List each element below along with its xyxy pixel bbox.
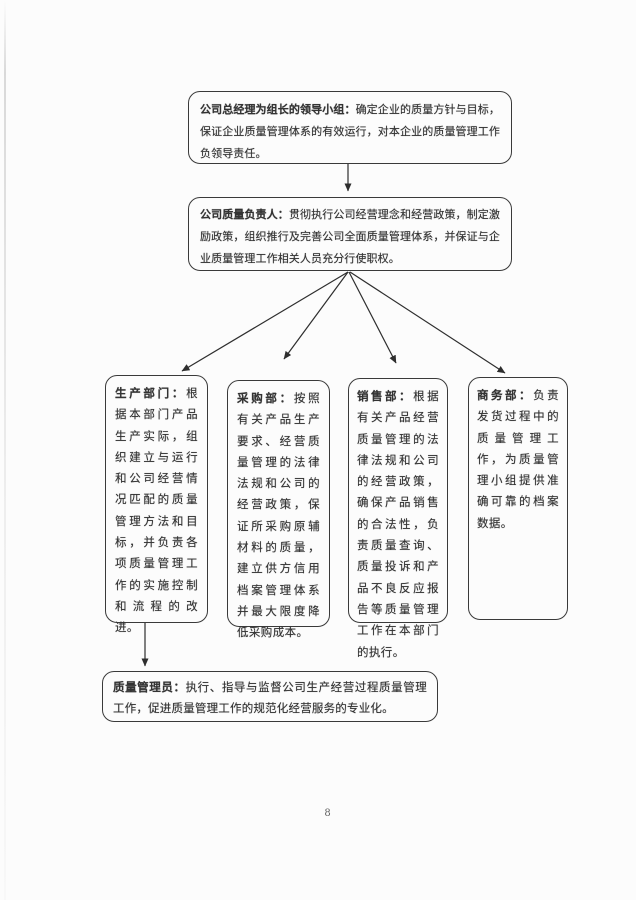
scan-edge-artifact [4, 0, 6, 900]
sales-dept-text: 销售部：根据有关产品经营质量管理的法律法规和公司的经营政策，确保产品销售的合法性… [357, 386, 439, 663]
leadership-group-text: 公司总经理为组长的领导小组：确定企业的质量方针与目标，保证企业质量管理体系的有效… [200, 99, 500, 165]
flow-box-purchasing-dept: 采购部：按照有关产品生产要求、经营质量管理的法律法规和公司的经营政策，保证所采购… [227, 380, 330, 639]
quality-administrator-title: 质量管理员： [113, 680, 186, 694]
quality-director-text: 公司质量负责人：贯彻执行公司经营理念和经营政策，制定激励政策，组织推行及完善公司… [200, 204, 500, 270]
flow-box-commerce-dept: 商务部：负责发货过程中的质量管理工作，为质量管理小组提供准确可靠的档案数据。 [468, 377, 568, 620]
flow-box-leadership-group: 公司总经理为组长的领导小组：确定企业的质量方针与目标，保证企业质量管理体系的有效… [188, 91, 512, 164]
quality-director-body: 贯彻执行公司经营理念和经营政策，制定激励政策，组织推行及完善公司全面质量管理体系… [200, 208, 500, 265]
commerce-dept-body: 负责发货过程中的质量管理工作，为质量管理小组提供准确可靠的档案数据。 [477, 388, 559, 530]
sales-dept-title: 销售部： [357, 389, 414, 403]
quality-administrator-text: 质量管理员：执行、指导与监督公司生产经营过程质量管理工作，促进质量管理工作的规范… [113, 677, 427, 718]
arrow-to-sales-dept [348, 271, 397, 364]
arrow-to-purchasing-dept [283, 271, 349, 360]
arrow-to-commerce-dept [349, 271, 506, 374]
quality-administrator-body: 执行、指导与监督公司生产经营过程质量管理工作，促进质量管理工作的规范化经营服务的… [113, 680, 428, 715]
page-number: 8 [324, 808, 331, 819]
flow-box-quality-administrator: 质量管理员：执行、指导与监督公司生产经营过程质量管理工作，促进质量管理工作的规范… [102, 671, 438, 722]
flow-box-quality-director: 公司质量负责人：贯彻执行公司经营理念和经营政策，制定激励政策，组织推行及完善公司… [188, 197, 512, 271]
commerce-dept-text: 商务部：负责发货过程中的质量管理工作，为质量管理小组提供准确可靠的档案数据。 [477, 385, 559, 534]
flow-box-sales-dept: 销售部：根据有关产品经营质量管理的法律法规和公司的经营政策，确保产品销售的合法性… [348, 378, 448, 659]
sales-dept-body: 根据有关产品经营质量管理的法律法规和公司的经营政策，确保产品销售的合法性，负责质… [357, 389, 439, 659]
purchasing-dept-title: 采购部： [237, 391, 294, 405]
arrow-to-production-dept [181, 271, 349, 372]
purchasing-dept-text: 采购部：按照有关产品生产要求、经营质量管理的法律法规和公司的经营政策，保证所采购… [237, 388, 320, 644]
purchasing-dept-body: 按照有关产品生产要求、经营质量管理的法律法规和公司的经营政策，保证所采购原辅材料… [237, 391, 320, 640]
production-dept-body: 根据本部门产品生产实际，组织建立与运行和公司经营情况匹配的质量管理方法和目标，并… [115, 386, 198, 635]
production-dept-title: 生产部门： [115, 386, 187, 400]
commerce-dept-title: 商务部： [477, 388, 534, 402]
leadership-group-body: 确定企业的质量方针与目标，保证企业质量管理体系的有效运行，对本企业的质量管理工作… [200, 103, 500, 160]
production-dept-text: 生产部门：根据本部门产品生产实际，组织建立与运行和公司经营情况匹配的质量管理方法… [115, 383, 198, 639]
flow-box-production-dept: 生产部门：根据本部门产品生产实际，组织建立与运行和公司经营情况匹配的质量管理方法… [105, 375, 208, 634]
quality-director-title: 公司质量负责人： [200, 208, 289, 221]
leadership-group-title: 公司总经理为组长的领导小组： [200, 103, 356, 116]
